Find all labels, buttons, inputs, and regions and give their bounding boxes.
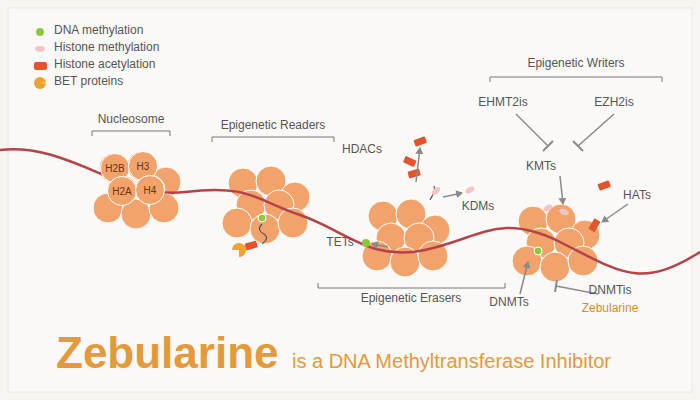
diagram-label: Nucleosome [98,113,165,127]
histone-circle [222,208,252,238]
histone-circle [540,252,570,282]
diagram-label: HATs [623,189,651,203]
diagram-label: EZH2is [594,96,633,110]
diagram-label: DNMTis [589,284,632,298]
histone-circle [107,175,137,205]
histone-node: H4 [135,175,165,205]
histone-label: H3 [137,161,150,172]
diagram-label: Epigenetic Readers [221,119,326,133]
histone-circle [135,175,165,205]
diagram-label: HDACs [342,143,382,157]
histone-circle [568,246,598,276]
diagram-label: DNMTs [489,296,528,310]
diagram-label: is a DNA Methyltransferase Inhibitor [292,350,611,373]
histone-label: H2A [112,186,131,197]
histone-circle [250,214,280,244]
histone-circle [512,246,542,276]
histone-node: H2A [107,176,137,206]
title: Zebularine [56,328,279,379]
histone-label: H4 [144,185,157,196]
diagram-label: KMTs [526,160,556,174]
diagram-label: EHMT2is [478,96,527,110]
legend-text: Histone methylation [54,41,159,55]
legend-text: Histone acetylation [54,58,155,72]
legend-swatch [34,77,46,89]
legend-swatch [34,62,47,70]
diagram-label: Zebularine [582,302,639,316]
legend-text: BET proteins [54,75,123,89]
diagram-label: TETs [326,236,353,250]
legend-swatch [36,28,44,36]
legend-swatch [35,46,45,52]
diagram-label: KDMs [462,200,495,214]
histone-label: H2B [105,163,124,174]
legend-text: DNA methylation [54,24,143,38]
diagram-label: Epigenetic Erasers [361,292,462,306]
diagram-label: Epigenetic Writers [527,57,624,71]
